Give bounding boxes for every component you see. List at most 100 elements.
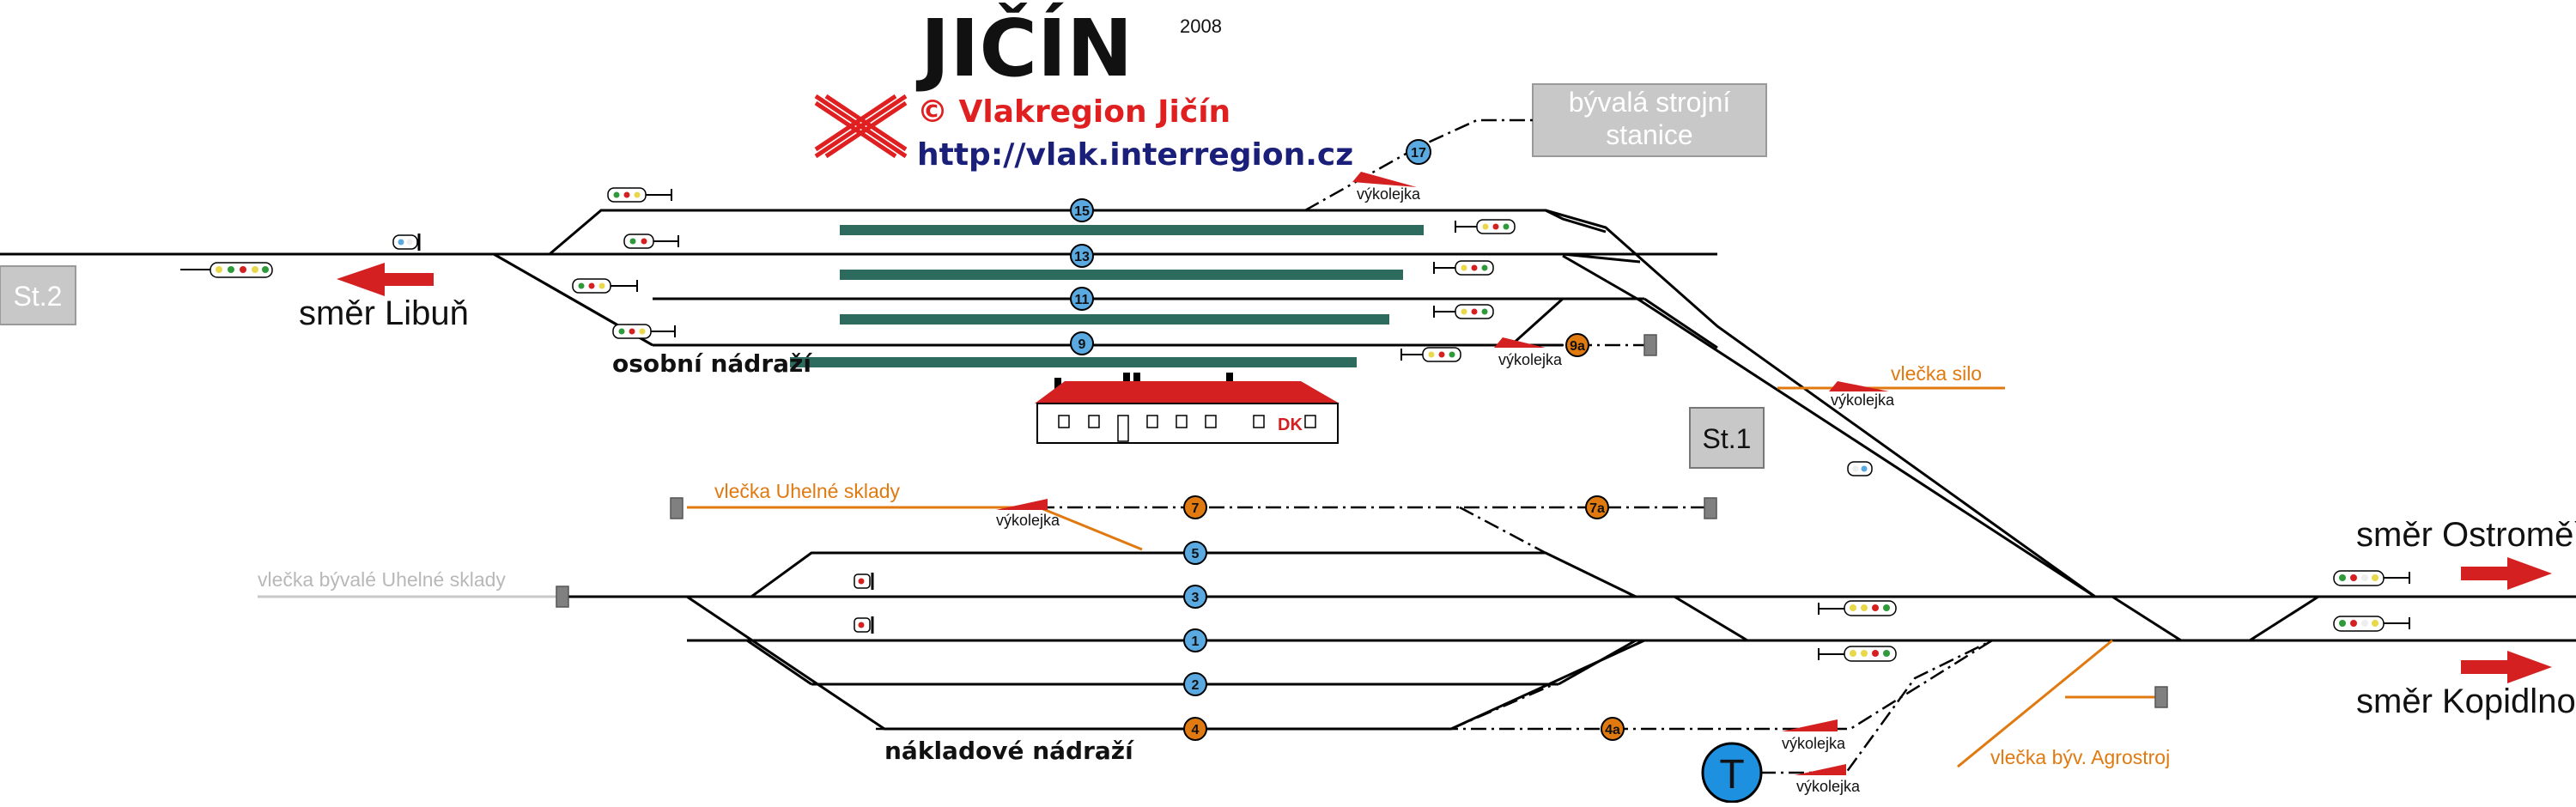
passenger-station-label: osobní nádraží	[612, 349, 812, 378]
track-circle-13: 13	[1070, 244, 1094, 268]
buffer-stop-agrostroj	[2154, 686, 2168, 708]
direction-libun-label: směr Libuň	[299, 294, 469, 332]
platforms	[790, 225, 1424, 367]
derailer-label-uhelne: výkolejka	[996, 512, 1060, 529]
svg-text:3: 3	[1192, 591, 1200, 605]
derailer-label-9a: výkolejka	[1498, 351, 1563, 368]
track-circle-7a: 7a	[1585, 495, 1609, 519]
signal-1-east	[1818, 646, 1897, 662]
signal-13-east	[1433, 260, 1494, 276]
svg-text:13: 13	[1074, 250, 1090, 264]
svg-text:1: 1	[1192, 634, 1200, 649]
track-circle-4: 4	[1183, 717, 1207, 741]
derailer-4a	[1782, 719, 1838, 731]
track-circle-2: 2	[1183, 672, 1207, 696]
track-circle-5: 5	[1183, 541, 1207, 565]
st1-box: St.1	[1689, 407, 1765, 469]
signal-libun-entry	[180, 262, 273, 278]
engine-shed-label-1: bývalá strojní	[1569, 87, 1731, 118]
derailers	[996, 172, 1889, 775]
platform-4	[790, 357, 1357, 367]
signal-11-west	[572, 278, 638, 294]
freight-station-label: nákladové nádraží	[884, 737, 1134, 765]
derailer-labels: výkolejka výkolejka výkolejka výkolejka …	[996, 185, 1895, 795]
buffer-stop-7a	[1704, 497, 1717, 519]
siding-agrostroj-label: vlečka býv. Agrostroj	[1990, 746, 2170, 768]
siding-former-uhelne-label: vlečka bývalé Uhelné sklady	[258, 568, 506, 591]
direction-ostromer-label: směr Ostroměř	[2356, 516, 2576, 554]
platform-1	[840, 225, 1424, 235]
arrow-ostromer	[2461, 557, 2552, 590]
siding-silo-label: vlečka silo	[1891, 362, 1982, 385]
track-circle-11: 11	[1070, 287, 1094, 311]
track-circle-9: 9	[1070, 331, 1094, 355]
svg-text:4: 4	[1192, 723, 1200, 737]
track-circle-15: 15	[1070, 198, 1094, 222]
derailer-label-17: výkolejka	[1357, 185, 1421, 203]
derailer-9a	[1494, 337, 1546, 348]
signal-kopidlno-entry	[2333, 616, 2410, 632]
engine-shed-label-2: stanice	[1606, 119, 1692, 150]
svg-text:2: 2	[1192, 678, 1200, 693]
engine-shed-box: bývalá strojní stanice	[1532, 83, 1767, 157]
derailer-label-4a: výkolejka	[1782, 735, 1846, 752]
track-circle-3: 3	[1183, 585, 1207, 609]
svg-text:4a: 4a	[1605, 723, 1620, 737]
signal-9-east	[1400, 347, 1461, 362]
sidings	[258, 386, 2155, 768]
signal-15-east	[1455, 219, 1516, 234]
direction-kopidlno-label: směr Kopidlno	[2356, 683, 2576, 720]
derailer-17	[1352, 172, 1417, 187]
svg-text:T: T	[1719, 752, 1744, 798]
signal-15-west	[607, 187, 672, 203]
svg-text:7: 7	[1192, 501, 1200, 516]
svg-text:17: 17	[1411, 146, 1426, 161]
derailer-silo	[1829, 381, 1889, 391]
signal-ostromer-entry	[2333, 570, 2410, 586]
url-link[interactable]: http://vlak.interregion.cz	[917, 137, 1353, 173]
derailer-uhelne	[996, 499, 1048, 510]
buffer-stop-former-uhelne	[556, 586, 569, 608]
platform-2	[840, 270, 1403, 280]
signal-shunt-3	[854, 616, 874, 634]
signal-3-east	[1818, 600, 1897, 616]
track-numbers: 15 13 11 9 9a 17 7 7a 5 3 1 2 4 4a T	[1070, 139, 1763, 804]
signal-11-east	[1433, 304, 1494, 319]
svg-text:5: 5	[1192, 547, 1200, 561]
station-title: JIČÍN	[915, 1, 1133, 94]
signal-shunt-libun	[392, 234, 421, 251]
st2-box: St.2	[0, 265, 76, 325]
arrow-libun	[337, 263, 434, 296]
track-circle-1: 1	[1183, 628, 1207, 652]
st2-label: St.2	[14, 281, 63, 312]
vlakregion-logo	[814, 94, 908, 159]
svg-text:11: 11	[1075, 293, 1090, 307]
signal-13-west	[623, 234, 679, 249]
signal-shunt-5	[854, 573, 874, 590]
year-label: 2008	[1180, 15, 1222, 37]
tracks	[0, 209, 2576, 731]
svg-text:9: 9	[1078, 337, 1086, 352]
svg-text:15: 15	[1074, 204, 1090, 219]
derailer-label-silo: výkolejka	[1831, 391, 1895, 409]
dashdot-tracks	[876, 118, 1993, 774]
svg-text:7a: 7a	[1589, 501, 1605, 516]
derailer-label-T: výkolejka	[1796, 778, 1861, 795]
track-circle-T: T	[1701, 742, 1763, 804]
copyright-text: © Vlakregion Jičín	[917, 94, 1230, 130]
signals	[180, 187, 2410, 662]
arrow-kopidlno	[2461, 651, 2552, 683]
buffer-stop-9a	[1643, 334, 1657, 356]
derailer-T	[1795, 764, 1846, 775]
signal-shunt-st1	[1847, 461, 1873, 476]
st1-label: St.1	[1703, 423, 1752, 454]
buffer-stop-uhelne	[670, 497, 683, 519]
station-building: DK	[1035, 373, 1340, 444]
track-circle-4a: 4a	[1601, 717, 1625, 741]
buffer-stops	[556, 334, 2168, 708]
siding-uhelne-label: vlečka Uhelné sklady	[714, 480, 901, 502]
track-circle-7: 7	[1183, 495, 1207, 519]
platform-3	[840, 314, 1389, 325]
